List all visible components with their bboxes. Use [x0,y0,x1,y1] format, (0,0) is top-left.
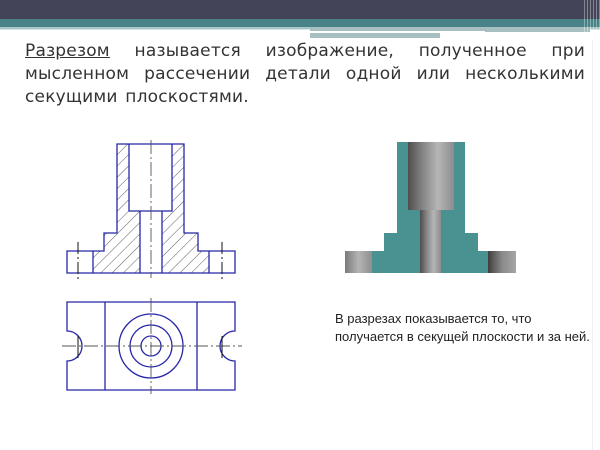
header-light-strip [0,27,600,29]
front-section-view [66,140,236,282]
header-right-highlight [310,31,485,32]
header-light-strip-2 [0,29,600,30]
top-view [62,298,242,394]
note-text: В разрезах показывается то, что получает… [335,311,590,344]
shaded-section-view [345,142,516,273]
definition-text: называется изображение, полученное при м… [25,41,585,107]
definition-term: Разрезом [25,41,110,61]
header-right-strip [310,27,590,32]
definition-paragraph: Разрезом называется изображение, получен… [25,40,585,109]
right-edge-line [592,40,593,450]
header-dark-band [0,0,600,19]
header-right-strip-2 [310,33,440,38]
header-edge-stripes [584,0,600,40]
header-teal-band [0,19,600,27]
